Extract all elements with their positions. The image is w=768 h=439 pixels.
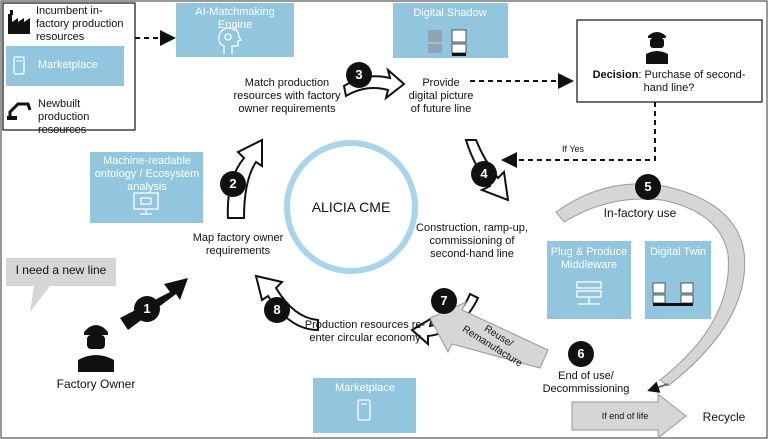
step6-number: 6 (568, 341, 594, 367)
phone-icon (357, 399, 371, 421)
decision-text: Decision: Purchase of second-hand line? (586, 69, 752, 95)
step5-number: 5 (635, 174, 661, 200)
decision-bold: Decision (592, 69, 639, 81)
legend-incumbent-label: Incumbent in-factory production resource… (36, 5, 124, 43)
step4-number: 4 (471, 161, 497, 187)
step1-number: 1 (134, 296, 160, 322)
robot-shadow-icon (428, 29, 467, 56)
decision-box (576, 19, 763, 103)
center-ring (284, 140, 418, 274)
factory-icon (8, 10, 30, 34)
ontology-label: Machine-readable ontology / Ecosystem an… (94, 155, 200, 193)
robot-arm-icon (7, 102, 32, 120)
step3-label: Match production resources with factory … (233, 77, 341, 115)
gear-head-icon (218, 27, 243, 54)
digital-twin-label: Digital Twin (649, 246, 707, 258)
step6-label: End of use/ Decommissioning (542, 370, 630, 395)
if-yes-label: If Yes (561, 144, 585, 154)
speech-bubble (6, 258, 116, 312)
marketplace-bottom-label: Marketplace (335, 382, 395, 394)
legend-newbuilt-label: Newbuilt production resources (38, 98, 90, 136)
step2-number: 2 (220, 171, 246, 197)
step4-label: Construction, ramp-up, commissioning of … (416, 222, 528, 260)
recycle-label: Recycle (702, 410, 746, 424)
phone-icon (13, 56, 25, 75)
server-icon (576, 281, 602, 305)
ai-engine-label: AI-Matchmaking Engine (195, 6, 275, 31)
plug-produce-label: Plug & Produce Middleware (550, 246, 628, 271)
step2-label: Map factory owner requirements (192, 232, 284, 257)
legend-marketplace-box (6, 46, 124, 86)
step7-number: 7 (431, 288, 457, 314)
legend-marketplace-label: Marketplace (38, 59, 98, 71)
digital-shadow-box (393, 3, 508, 58)
provide-label: Provide digital picture of future line (408, 77, 474, 115)
speech-text: I need a new line (15, 263, 107, 277)
decision-rest: : Purchase of second-hand line? (638, 69, 746, 94)
marketplace-bottom-box (313, 378, 416, 433)
step5-label: In-factory use (603, 206, 677, 220)
digital-shadow-label: Digital Shadow (413, 7, 487, 19)
factory-owner-label: Factory Owner (56, 377, 136, 391)
worker-icon (646, 32, 668, 64)
step8-arrow (254, 274, 319, 332)
step8-label: Production resources re-enter circular e… (304, 319, 426, 344)
factory-owner-icon (78, 325, 114, 372)
if-end-of-life-label: If end of life (601, 411, 649, 421)
step5-band (555, 183, 746, 387)
reuse-arrow (429, 300, 549, 369)
plug-produce-box (547, 241, 631, 319)
dashed-arrow-decision-step4 (501, 102, 656, 168)
end-of-life-arrow (571, 392, 687, 439)
center-label: ALICIA CME (311, 199, 391, 215)
step8-number: 8 (264, 297, 290, 323)
robot-twin-icon (652, 282, 694, 306)
step5-arrowhead (647, 381, 669, 393)
monitor-icon (133, 192, 159, 215)
step3-number: 3 (346, 62, 372, 88)
